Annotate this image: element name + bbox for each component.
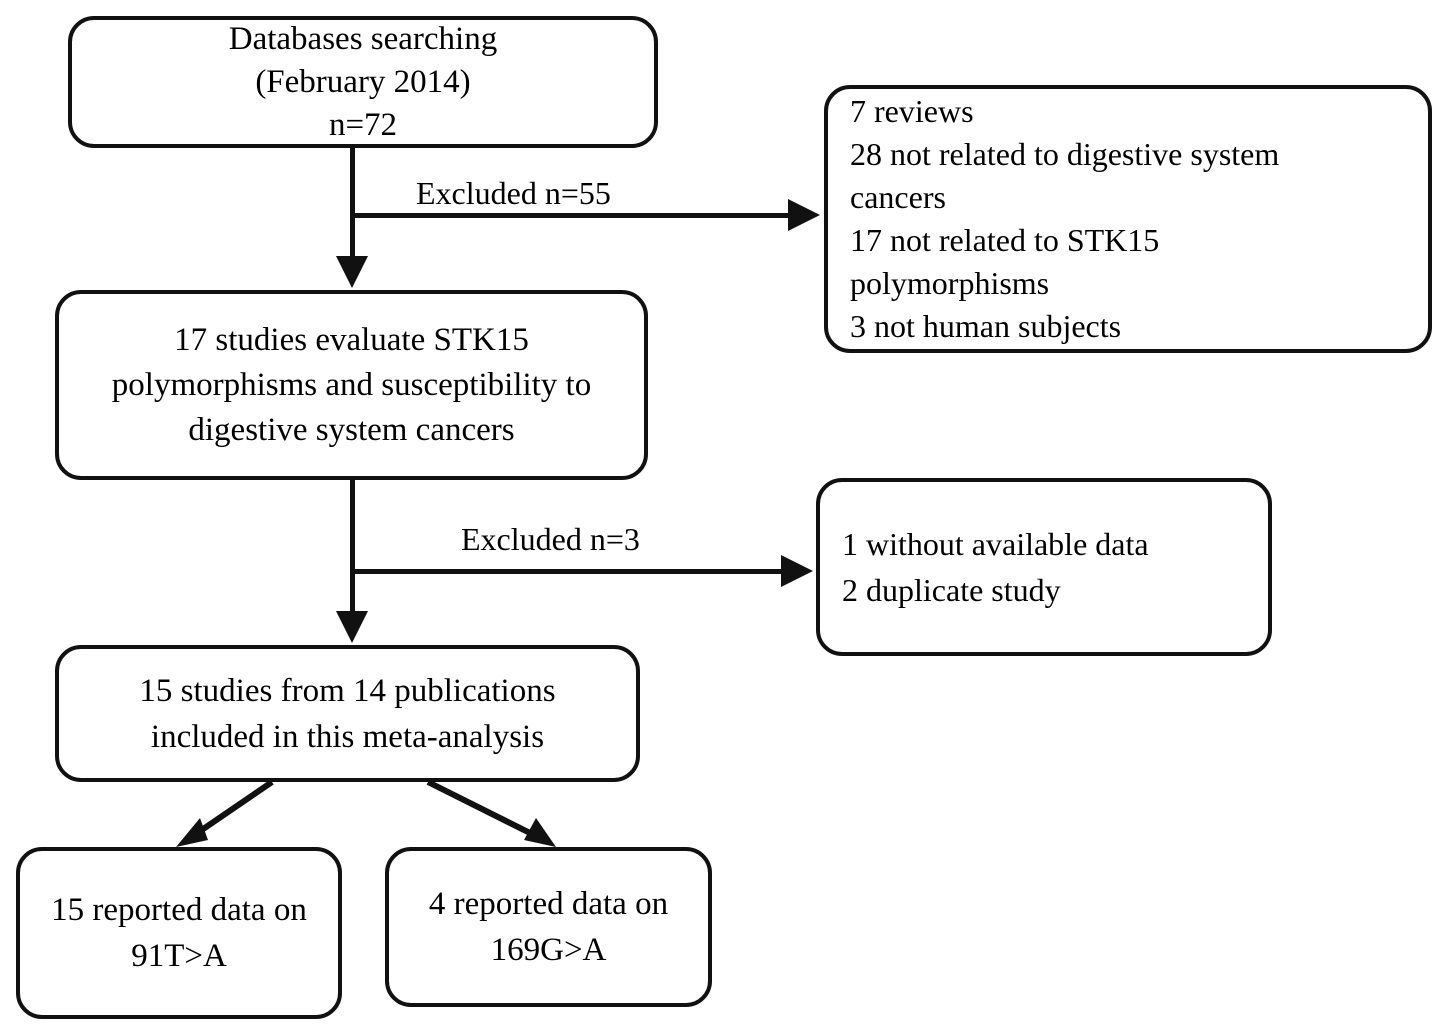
node-line: cancers xyxy=(850,179,946,215)
node-reported-169ga[interactable]: 4 reported data on 169G>A xyxy=(385,847,712,1007)
node-line: 169G>A xyxy=(490,932,607,968)
node-line: included in this meta-analysis xyxy=(150,718,545,755)
node-line: n=72 xyxy=(328,106,398,143)
node-line: 28 not related to digestive system xyxy=(850,136,1280,172)
node-databases-searching[interactable]: Databases searching (February 2014) n=72 xyxy=(68,16,658,148)
connector-search-to-eligible xyxy=(350,148,355,260)
node-studies-evaluated[interactable]: 17 studies evaluate STK15 polymorphisms … xyxy=(55,290,648,480)
node-line: Databases searching xyxy=(228,20,498,57)
connector-branch-excluded-1 xyxy=(352,213,792,218)
node-line: polymorphisms and susceptibility to xyxy=(111,366,592,403)
arrowhead-to-snp-2 xyxy=(524,818,556,847)
connector-included-to-snp2 xyxy=(426,779,542,841)
arrowhead-to-eligible xyxy=(336,256,368,288)
node-studies-included[interactable]: 15 studies from 14 publications included… xyxy=(55,645,640,782)
node-line: (February 2014) xyxy=(255,63,471,100)
arrowhead-to-included xyxy=(336,611,368,643)
connector-eligible-to-included xyxy=(350,480,355,615)
node-line: 3 not human subjects xyxy=(850,308,1122,344)
node-line: 1 without available data xyxy=(842,526,1149,562)
node-line: 17 not related to STK15 xyxy=(850,222,1160,258)
node-reported-91ta[interactable]: 15 reported data on 91T>A xyxy=(16,847,342,1019)
connector-included-to-snp1 xyxy=(188,779,274,841)
edge-label-excluded-1: Excluded n=55 xyxy=(410,176,617,210)
connector-branch-excluded-2 xyxy=(352,569,786,574)
node-excluded-reasons-first[interactable]: 7 reviews 28 not related to digestive sy… xyxy=(824,85,1432,353)
node-line: 91T>A xyxy=(131,938,227,974)
node-line: polymorphisms xyxy=(850,265,1050,301)
arrowhead-to-snp-1 xyxy=(176,818,208,847)
node-line: 4 reported data on xyxy=(428,886,669,922)
node-line: 15 studies from 14 publications xyxy=(139,672,556,709)
node-line: digestive system cancers xyxy=(188,411,515,448)
node-line: 17 studies evaluate STK15 xyxy=(174,321,529,358)
node-line: 7 reviews xyxy=(850,93,974,129)
node-line: 15 reported data on xyxy=(51,892,307,928)
node-line: 2 duplicate study xyxy=(842,572,1061,608)
node-excluded-reasons-second[interactable]: 1 without available data 2 duplicate stu… xyxy=(816,478,1272,656)
arrowhead-to-excluded-1 xyxy=(788,199,820,231)
edge-label-excluded-2: Excluded n=3 xyxy=(455,522,646,556)
